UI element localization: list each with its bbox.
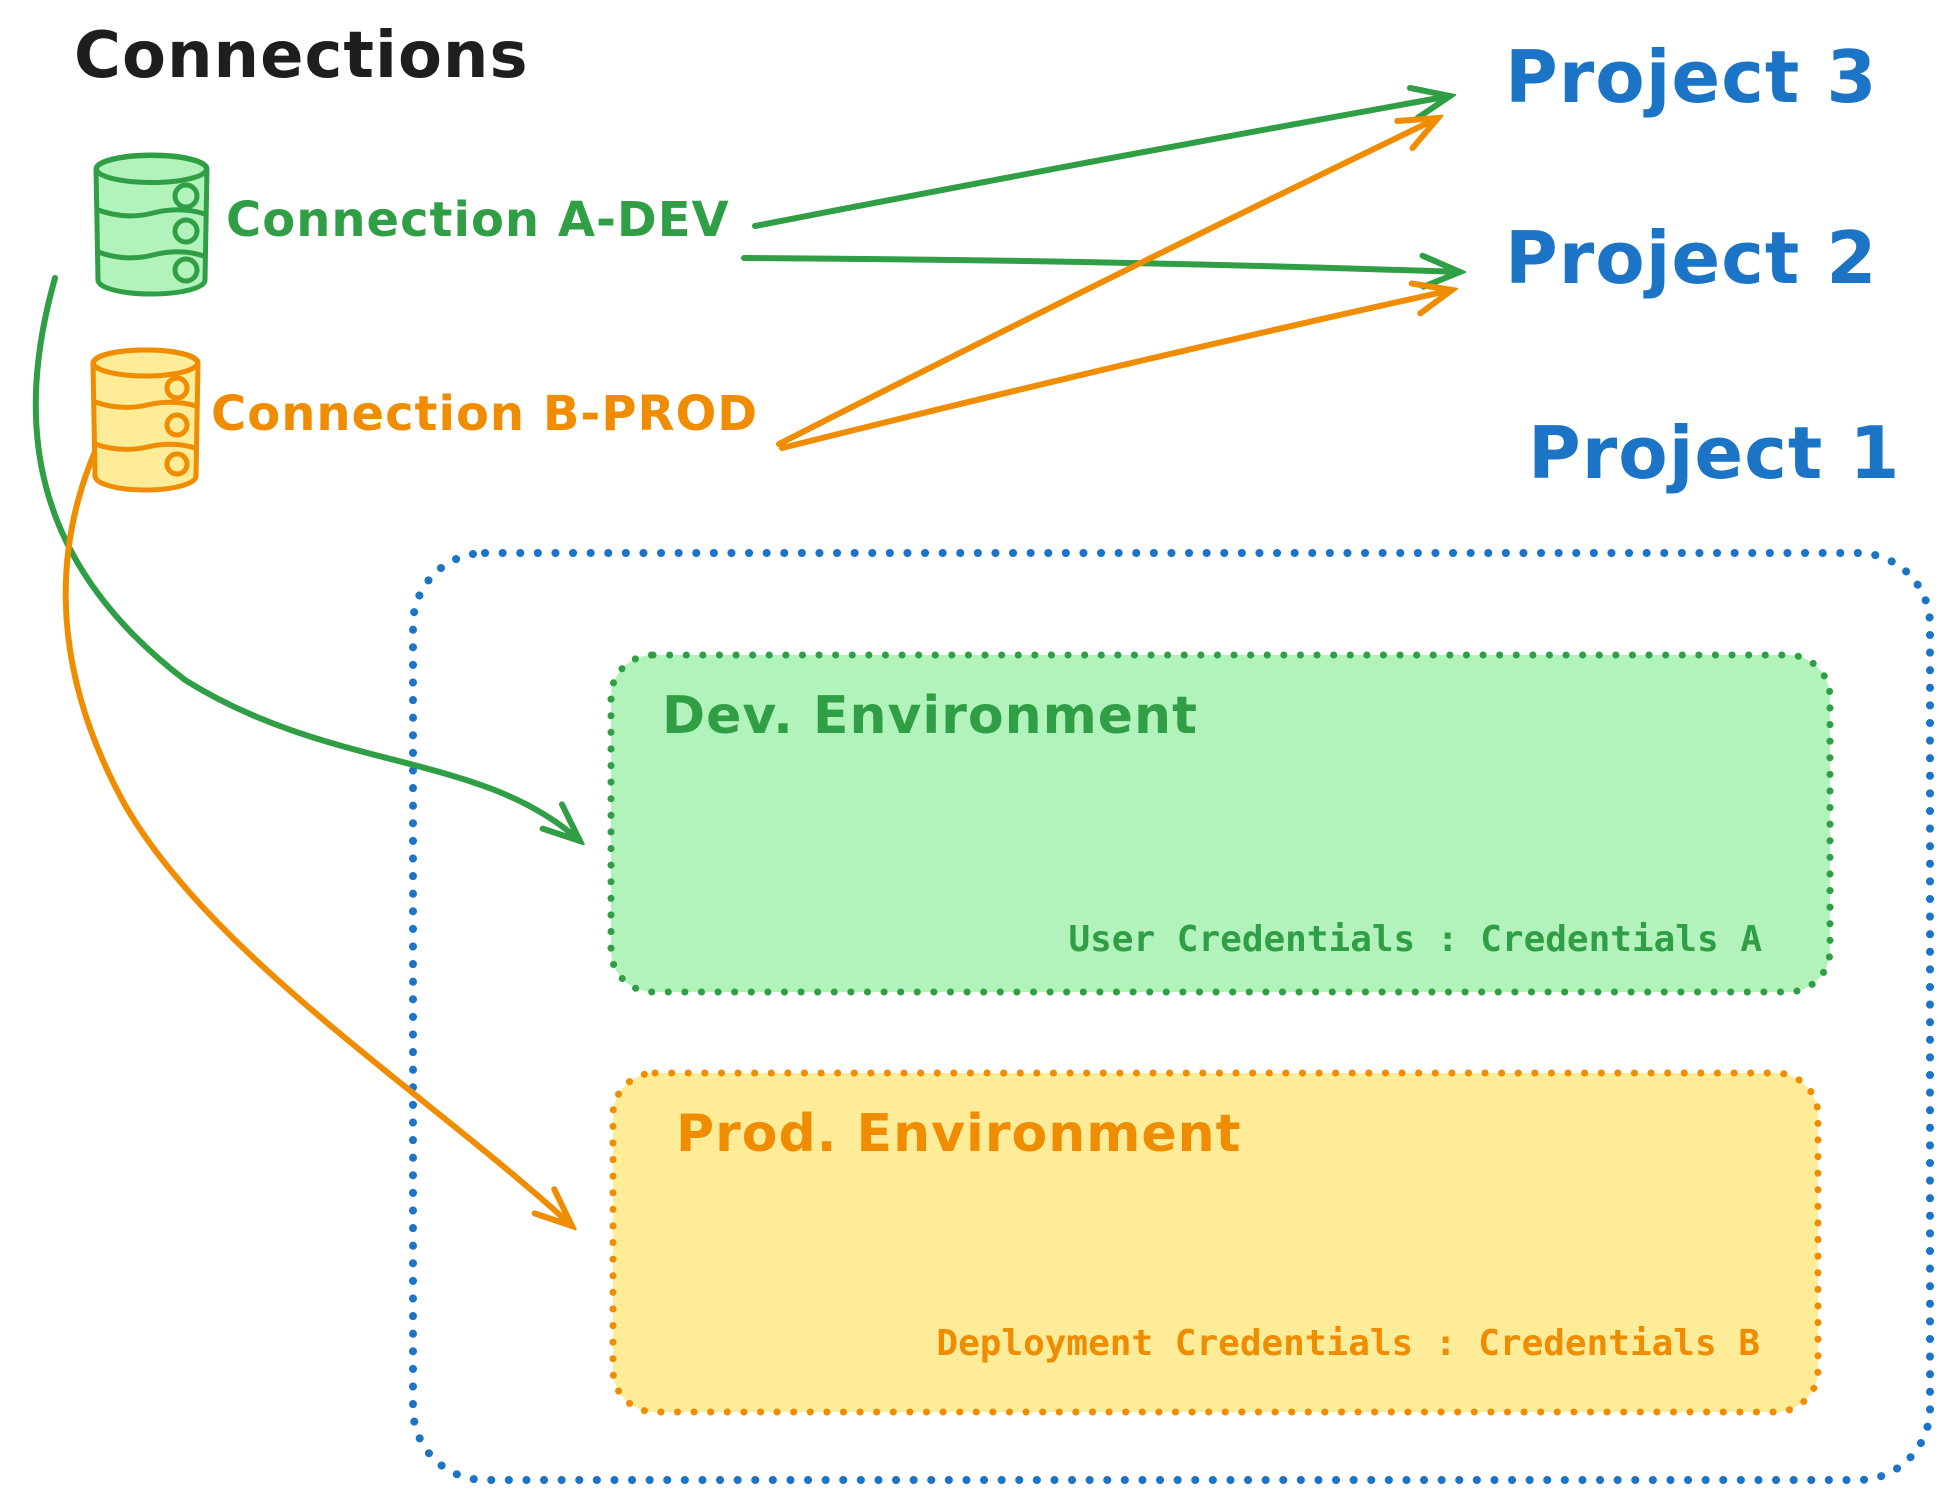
arrow-adev-to-dev-environment [32,275,580,841]
connection-a-dev-label: Connection A-DEV [226,192,730,248]
arrow-bprod-to-project3 [776,118,1438,447]
arrow-bprod-to-prod-environment [62,417,572,1226]
connection-b-prod-label: Connection B-PROD [211,386,759,442]
prod-credentials-text: Deployment Credentials : Credentials B [936,1323,1760,1364]
arrow-adev-to-project2 [741,258,1460,272]
project-2-label: Project 2 [1505,216,1878,300]
arrow-adev-to-project3 [752,96,1450,229]
project1-container-box [409,549,1934,1484]
dev-environment-box [607,651,1834,996]
dev-environment-label: Dev. Environment [662,686,1198,746]
diagram-title: Connections [74,19,529,93]
dev-credentials-text: User Credentials : Credentials A [1068,919,1762,960]
project-1-label: Project 1 [1528,411,1901,495]
prod-environment-box [609,1069,1822,1416]
database-icon [90,347,201,493]
prod-environment-label: Prod. Environment [676,1104,1242,1164]
project-3-label: Project 3 [1505,35,1878,119]
arrow-bprod-to-project2 [779,290,1452,451]
database-icon [93,152,210,297]
